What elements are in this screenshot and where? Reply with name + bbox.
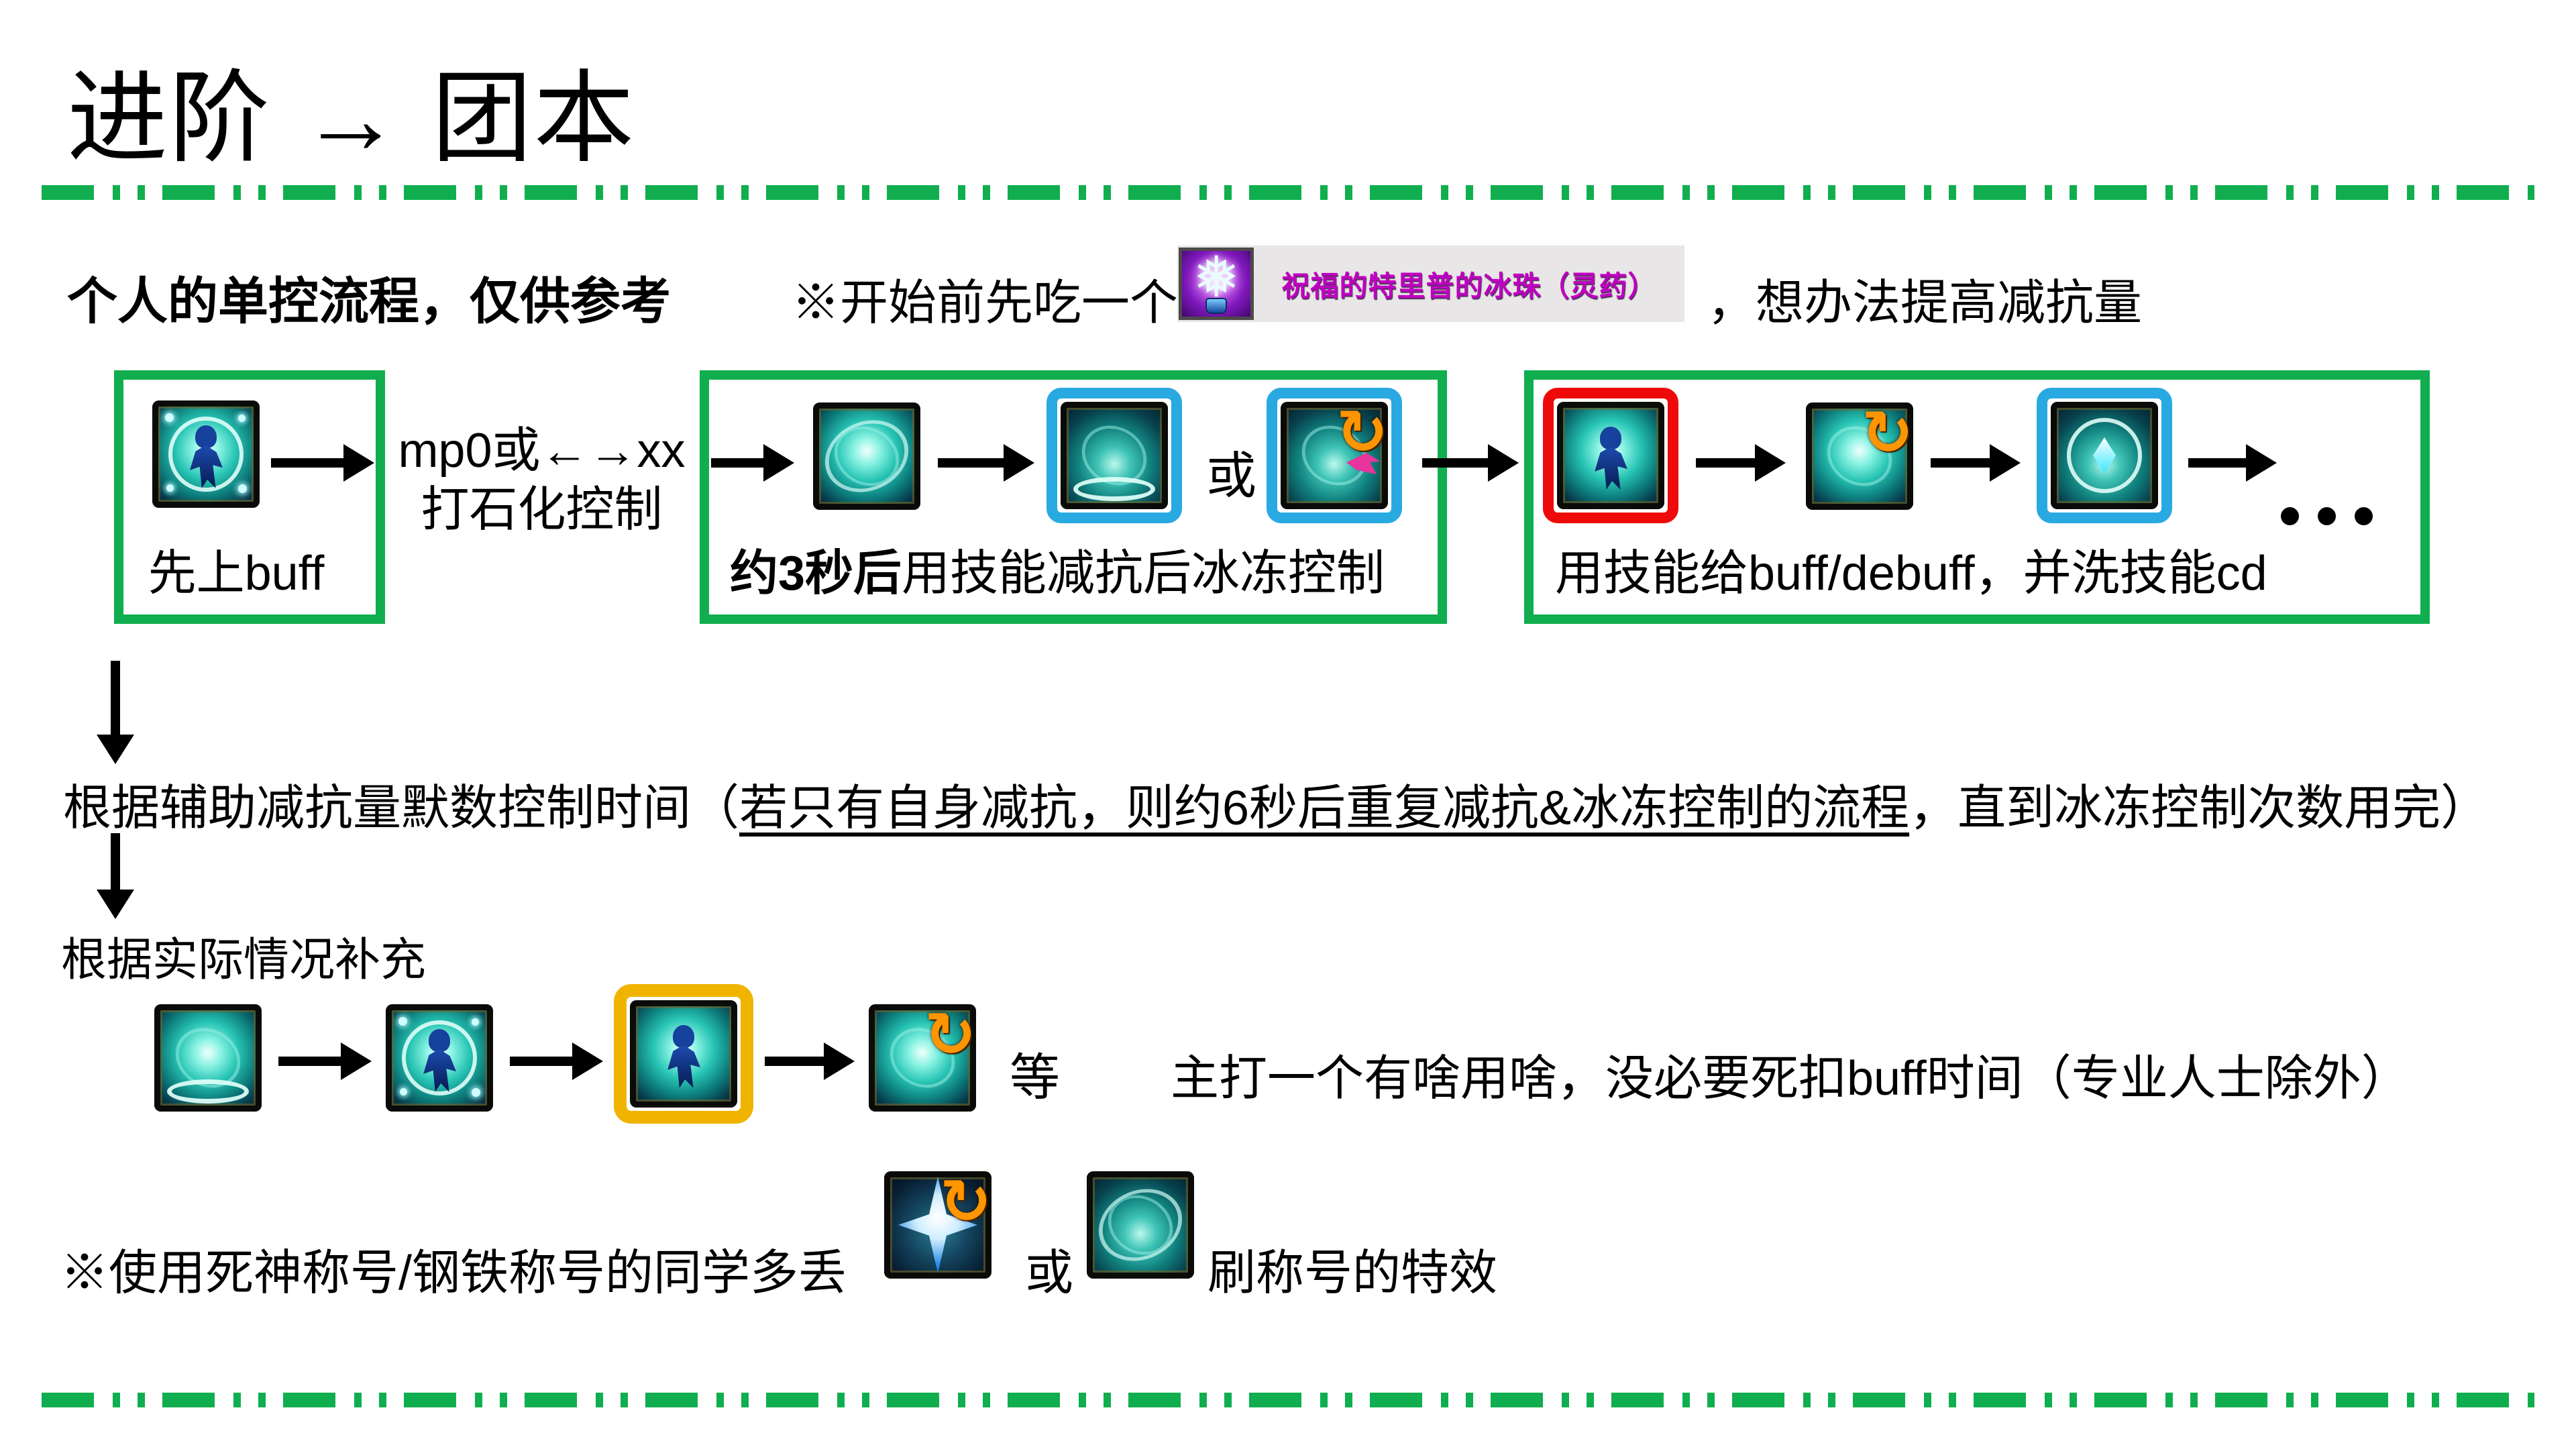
elixir-item-icon: ❅: [1179, 248, 1254, 320]
down-arrow-icon: [111, 833, 120, 891]
rings-diamond-skill-icon: [2051, 402, 2158, 509]
intro-note-suffix: ，想办法提高减抗量: [1707, 276, 2143, 330]
elixir-item-strip: ❅ 祝福的特里普的冰珠（灵药）: [1177, 246, 1684, 322]
buff-figure-skill-frame: [614, 984, 753, 1124]
ellipsis-dot: [2318, 507, 2336, 525]
refresh-orange-skill-icon: ↻: [1806, 402, 1913, 510]
buff-meditation-skill-icon: [386, 1004, 493, 1112]
intro-note-prefix: ※开始前先吃一个: [792, 276, 1179, 330]
arrow-icon: [278, 1057, 342, 1066]
arrow-icon: [510, 1057, 574, 1066]
buff-figure-skill-frame: [1543, 388, 1678, 523]
page-title: 进阶 → 团本: [67, 62, 636, 174]
arrow-icon: [765, 1057, 825, 1066]
freeze-swap-skill-icon: ↻: [1281, 402, 1388, 509]
top-dashed-divider: [42, 185, 2534, 200]
ice-field-skill-icon: [154, 1004, 262, 1112]
refresh-orange-skill-icon: ↻: [869, 1004, 976, 1112]
arrow-icon: [1696, 458, 1756, 468]
flow-box-debuff-label: 用技能给buff/debuff，并洗技能cd: [1555, 547, 2267, 600]
or-text: 或: [1206, 447, 1257, 504]
ellipsis-dot: [2355, 507, 2373, 525]
arrow-icon: [711, 458, 765, 468]
or-text: 或: [1025, 1246, 1074, 1300]
supplement-heading: 根据实际情况补充: [61, 934, 427, 985]
title-note-suffix: 刷称号的特效: [1208, 1246, 1498, 1300]
arrow-icon: [1422, 458, 1489, 468]
star-skill-icon: ↻: [884, 1171, 991, 1279]
flow-box-freeze-label: 约3秒后用技能减抗后冰冻控制: [730, 547, 1385, 600]
down-arrow-icon: [111, 661, 120, 736]
etc-text: 等: [1010, 1049, 1061, 1106]
buff-figure-skill-icon: [1557, 402, 1664, 509]
buff-figure-skill-icon: [630, 1000, 737, 1108]
timing-note: 根据辅助减抗量默数控制时间（若只有自身减抗，则约6秒后重复减抗&冰冻控制的流程，…: [63, 782, 2489, 835]
between-step-text: mp0或←→xx 打石化控制: [398, 424, 686, 537]
supplement-note: 主打一个有啥用啥，没必要死扣buff时间（专业人士除外）: [1171, 1052, 2410, 1106]
freeze-swap-skill-frame: ↻: [1267, 388, 1402, 523]
buff-meditation-skill-icon: [152, 400, 260, 508]
arrow-icon: [271, 458, 345, 468]
ice-field-skill-icon: [1061, 402, 1168, 509]
rings-diamond-skill-frame: [2037, 388, 2172, 523]
title-note-prefix: ※使用死神称号/钢铁称号的同学多丢: [60, 1246, 847, 1300]
elixir-item-label: 祝福的特里普的冰珠（灵药）: [1281, 270, 1657, 302]
ice-field-skill-frame: [1046, 388, 1182, 523]
flow-box-buff-label: 先上buff: [148, 547, 325, 600]
intro-heading: 个人的单控流程，仅供参考: [67, 273, 672, 329]
arrow-icon: [1931, 458, 1991, 468]
bottom-dashed-divider: [42, 1393, 2534, 1407]
arrow-icon: [938, 458, 1005, 468]
swirl-skill-icon: [1087, 1171, 1194, 1279]
arrow-icon: [2188, 458, 2247, 468]
ellipsis-dot: [2281, 507, 2299, 525]
orb-skill-icon: [813, 402, 920, 510]
